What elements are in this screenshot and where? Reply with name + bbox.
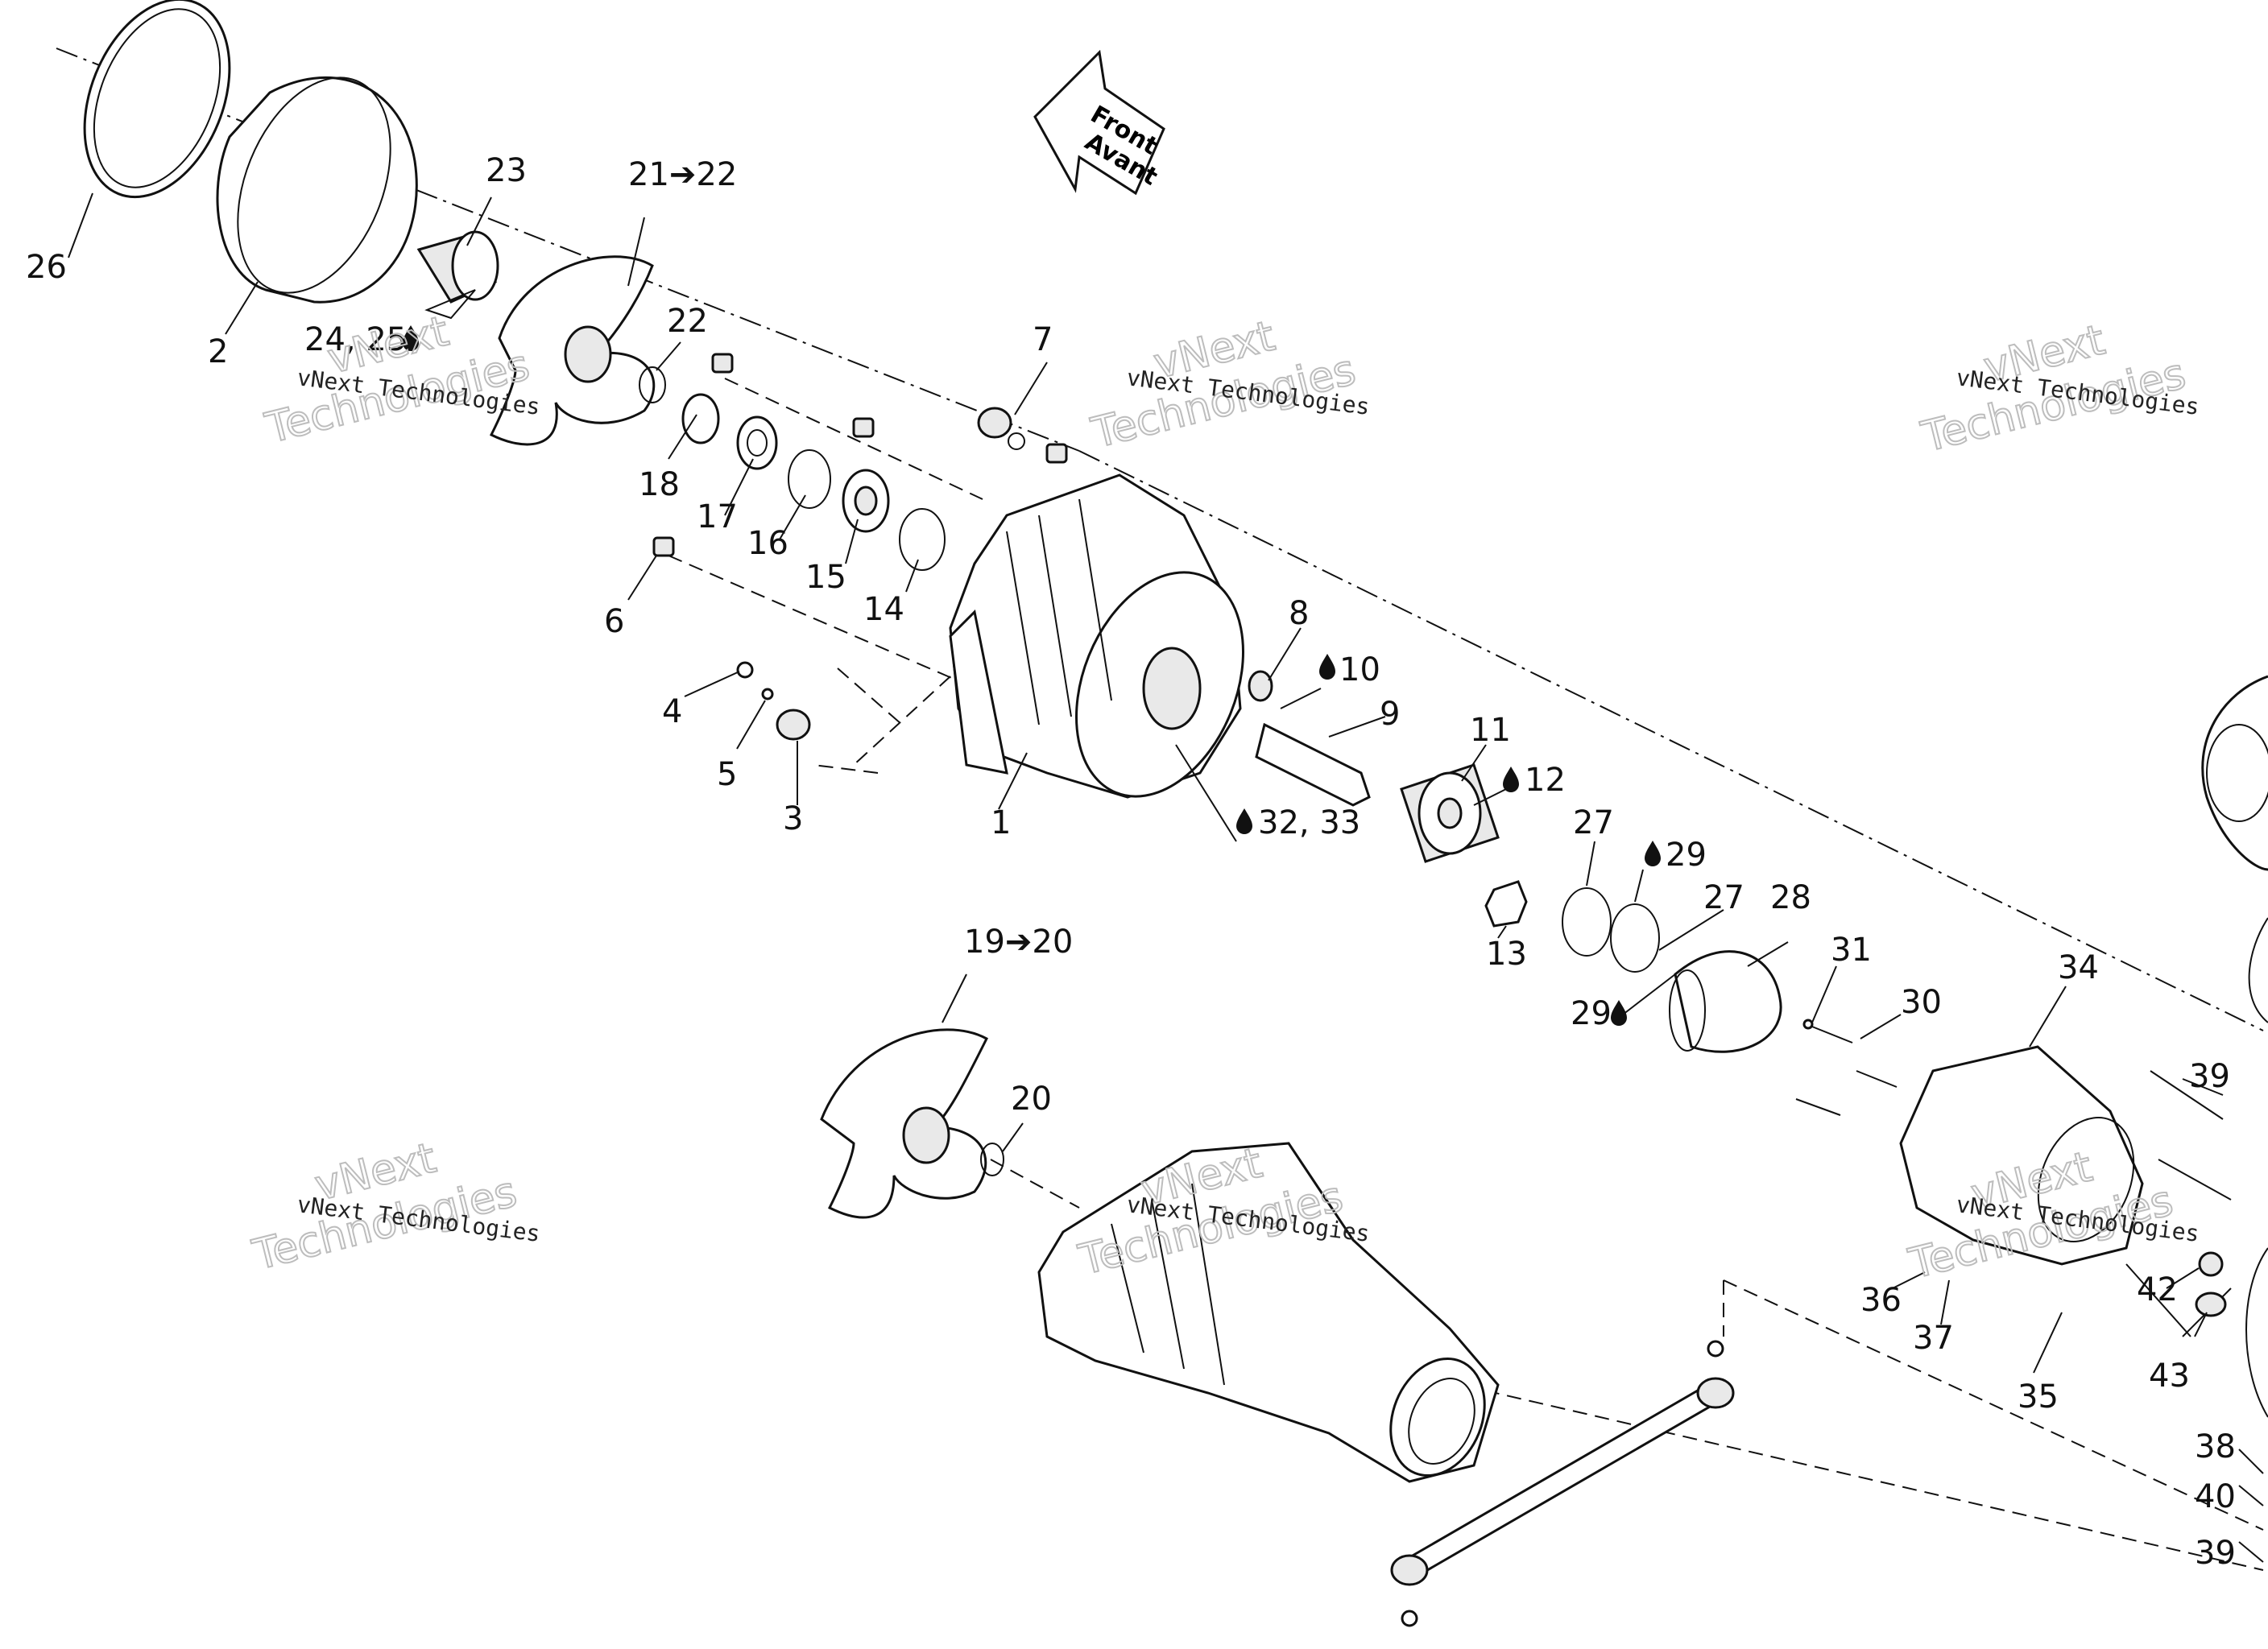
label-21-22: 21➔22 — [628, 156, 737, 193]
shaft-parts — [1248, 670, 1660, 973]
label-5: 5 — [717, 756, 737, 793]
label-15: 15 — [805, 559, 846, 596]
assembly-lines — [56, 48, 2264, 1571]
label-6: 6 — [604, 603, 624, 640]
part-19-impeller — [820, 1028, 1004, 1219]
label-23: 23 — [486, 152, 527, 189]
label-29-upper: 29 — [1666, 837, 1707, 874]
label-24-25: 24, 25 — [304, 321, 407, 358]
watermark-bottom-left: vNext Technologies — [247, 1133, 523, 1280]
watermark-top-left: vNext Technologies — [260, 307, 536, 454]
leader-lines — [68, 192, 2264, 1563]
part-26-ring — [83, 0, 231, 199]
part-7-plug — [977, 407, 1025, 450]
label-12: 12 — [1525, 762, 1566, 799]
drop-icon — [1611, 1000, 1627, 1026]
label-34: 34 — [2058, 949, 2099, 986]
label-2: 2 — [208, 333, 228, 370]
label-40: 40 — [2195, 1478, 2236, 1515]
label-20: 20 — [1011, 1081, 1052, 1118]
part-34-nozzle — [1899, 1045, 2232, 1337]
label-17: 17 — [697, 498, 738, 535]
label-14: 14 — [863, 591, 904, 628]
drop-icon — [1503, 767, 1519, 792]
label-37: 37 — [1913, 1320, 1954, 1357]
label-3: 3 — [783, 800, 803, 837]
part-1-pump-housing — [949, 473, 1244, 799]
label-7: 7 — [1033, 321, 1053, 358]
label-42: 42 — [2137, 1271, 2178, 1308]
label-38: 38 — [2195, 1428, 2236, 1465]
label-28: 28 — [1770, 879, 1811, 916]
label-32-33: 32, 33 — [1258, 804, 1360, 841]
drop-icon — [1319, 654, 1335, 680]
front-direction-arrow: Front Avant — [1033, 49, 1165, 196]
lower-pump-assembly — [1037, 1142, 1500, 1483]
small-parts-upper — [639, 353, 1068, 571]
part-30-31-bolts — [1795, 1019, 1898, 1116]
part-21-impeller — [489, 255, 656, 446]
part-number-labels: 26 2 23 24, 25 21➔22 22 18 17 16 15 14 6… — [26, 152, 2236, 1572]
label-26: 26 — [26, 249, 67, 286]
label-8: 8 — [1289, 595, 1309, 632]
label-35: 35 — [2018, 1378, 2059, 1415]
part-28-cone — [1669, 950, 1782, 1053]
label-9: 9 — [1380, 696, 1400, 733]
label-29-lower: 29 — [1571, 995, 1612, 1032]
label-19-20: 19➔20 — [964, 924, 1073, 961]
label-36: 36 — [1860, 1282, 1902, 1319]
label-39-upper: 39 — [2189, 1058, 2230, 1095]
label-13: 13 — [1486, 936, 1527, 973]
label-18: 18 — [639, 466, 680, 503]
label-27-lower: 27 — [1703, 879, 1744, 916]
part-23-sleeve — [416, 230, 499, 304]
label-1: 1 — [991, 804, 1011, 841]
right-edge-parts — [2201, 675, 2268, 1418]
part-4-5-3-hardware — [736, 661, 811, 741]
label-16: 16 — [747, 525, 788, 562]
drop-icon — [1645, 841, 1661, 866]
label-22: 22 — [667, 303, 708, 340]
part-2-wear-ring — [216, 76, 418, 304]
label-30: 30 — [1901, 984, 1942, 1021]
label-31: 31 — [1831, 932, 1872, 969]
label-39-lower: 39 — [2195, 1535, 2236, 1572]
steering-rod — [1390, 1340, 1735, 1627]
drop-icon — [1236, 808, 1252, 834]
label-4: 4 — [662, 693, 682, 730]
label-10: 10 — [1339, 651, 1380, 688]
label-11: 11 — [1470, 712, 1511, 749]
label-27-upper: 27 — [1573, 804, 1614, 841]
label-43: 43 — [2149, 1358, 2190, 1395]
